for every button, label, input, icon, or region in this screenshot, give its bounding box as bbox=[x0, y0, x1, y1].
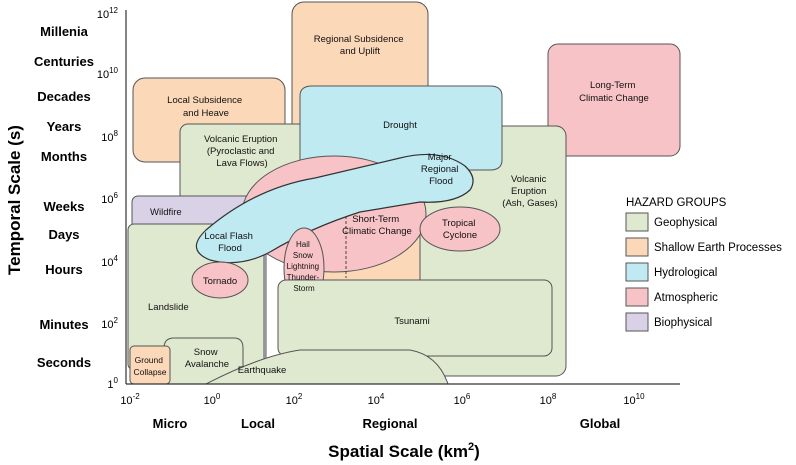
region-tornado bbox=[191, 261, 249, 299]
label-long-term-climatic-change: Long-Term Climatic Change bbox=[579, 80, 649, 104]
spatial-global: Global bbox=[580, 416, 620, 431]
legend-label-hydrological: Hydrological bbox=[654, 267, 717, 279]
x-tick-1e10: 1010 bbox=[623, 392, 645, 407]
x-tick-1e4: 104 bbox=[368, 392, 385, 407]
region-drought bbox=[299, 85, 503, 171]
label-snow-avalanche: Snow Avalanche bbox=[185, 347, 229, 370]
temporal-hours: Hours bbox=[45, 262, 83, 277]
region-snow-avalanche bbox=[163, 337, 244, 385]
label-wildfire: Wildfire bbox=[150, 207, 182, 218]
region-earthquake bbox=[205, 349, 449, 385]
label-hail-storm: Hail Snow Lightning Thunder- Storm bbox=[287, 240, 322, 293]
label-drought: Drought bbox=[383, 120, 417, 131]
y-axis-title: Temporal Scale (s) bbox=[5, 125, 24, 275]
legend-swatch-shallow-earth bbox=[625, 237, 649, 257]
temporal-decades: Decades bbox=[37, 89, 90, 104]
y-tick-1e6: 106 bbox=[101, 191, 118, 206]
label-regional-subsidence: Regional Subsidence and Uplift bbox=[314, 34, 406, 57]
label-volcanic-lava: Volcanic Eruption (Pyroclastic and Lava … bbox=[204, 134, 280, 169]
label-major-regional-flood: Major Regional Flood bbox=[421, 152, 461, 187]
label-short-term-climatic-change: Short-Term Climatic Change bbox=[342, 214, 412, 237]
spatial-regional: Regional bbox=[363, 416, 418, 431]
spatial-micro: Micro bbox=[153, 416, 188, 431]
x-tick-1e8: 108 bbox=[540, 392, 557, 407]
temporal-millenia: Millenia bbox=[40, 24, 88, 39]
label-tropical-cyclone: Tropical Cyclone bbox=[442, 218, 478, 241]
y-tick-1e2: 102 bbox=[101, 316, 118, 331]
label-landslide: Landslide bbox=[148, 302, 189, 313]
label-volcanic-ash: Volcanic Eruption (Ash, Gases) bbox=[502, 174, 557, 209]
region-ground-collapse bbox=[129, 345, 171, 385]
label-ground-collapse: Ground Collapse bbox=[133, 355, 166, 377]
label-tornado: Tornado bbox=[203, 276, 237, 287]
legend: HAZARD GROUPS Geophysical Shallow Earth … bbox=[625, 197, 782, 332]
y-tick-1e12: 1012 bbox=[97, 6, 119, 21]
legend-swatch-atmospheric bbox=[625, 287, 649, 307]
legend-label-biophysical: Biophysical bbox=[654, 317, 712, 329]
temporal-minutes: Minutes bbox=[39, 317, 88, 332]
x-tick-1e0: 100 bbox=[204, 392, 221, 407]
temporal-years: Years bbox=[47, 119, 82, 134]
temporal-seconds: Seconds bbox=[37, 355, 91, 370]
y-tick-1e8: 108 bbox=[101, 129, 118, 144]
x-tick-1e6: 106 bbox=[454, 392, 471, 407]
label-earthquake: Earthquake bbox=[238, 365, 287, 376]
label-tsunami: Tsunami bbox=[394, 316, 429, 327]
x-axis-title: Spatial Scale (km2) bbox=[328, 441, 480, 461]
temporal-weeks: Weeks bbox=[44, 199, 85, 214]
temporal-centuries: Centuries bbox=[34, 54, 94, 69]
x-tick-1e2: 102 bbox=[286, 392, 303, 407]
region-tropical-cyclone bbox=[419, 206, 501, 252]
spatial-local: Local bbox=[241, 416, 275, 431]
temporal-days: Days bbox=[48, 227, 79, 242]
legend-label-geophysical: Geophysical bbox=[654, 217, 717, 229]
legend-label-atmospheric: Atmospheric bbox=[654, 292, 718, 304]
legend-label-shallow-earth: Shallow Earth Processes bbox=[654, 242, 782, 254]
y-tick-1e4: 104 bbox=[101, 254, 118, 269]
legend-title: HAZARD GROUPS bbox=[626, 197, 727, 209]
label-local-subsidence: Local Subsidence and Heave bbox=[167, 95, 245, 119]
label-local-flash-flood: Local Flash Flood bbox=[204, 231, 255, 254]
legend-swatch-geophysical bbox=[625, 212, 649, 232]
region-long-term-climatic-change bbox=[547, 43, 681, 157]
y-tick-1e0: 10 bbox=[107, 376, 118, 391]
legend-swatch-biophysical bbox=[625, 312, 649, 332]
x-tick-1e-2: 10-2 bbox=[120, 392, 140, 407]
legend-swatch-hydrological bbox=[625, 262, 649, 282]
y-tick-1e10: 1010 bbox=[97, 66, 119, 81]
temporal-months: Months bbox=[41, 149, 87, 164]
